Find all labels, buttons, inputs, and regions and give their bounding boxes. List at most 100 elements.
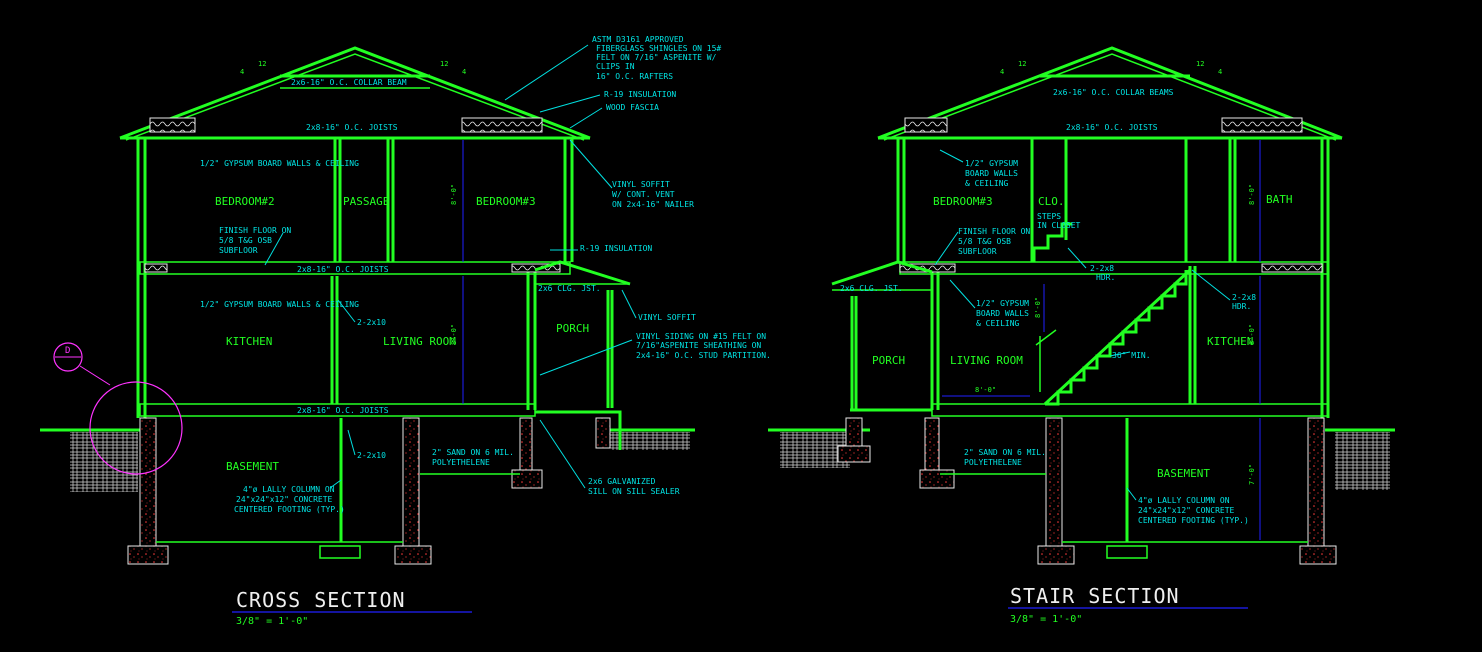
- floor-insulation-right-2: [1261, 263, 1323, 273]
- soil-right: [610, 432, 690, 450]
- footing-left-2: [1037, 545, 1075, 565]
- room-bedroom2: BEDROOM#2: [215, 195, 275, 208]
- stair-section-scale: 3/8" = 1'-0": [1010, 614, 1082, 625]
- second-floor-deck: [139, 261, 571, 275]
- note-collar-beams-stair: 2x6-16" O.C. COLLAR BEAMS: [1053, 88, 1174, 97]
- pitch-rise-left-2: 4: [1000, 68, 1004, 76]
- note-soffit-vent-1: VINYL SOFFIT: [612, 180, 670, 189]
- stair-treads: [1045, 270, 1188, 406]
- room-bedroom3: BEDROOM#3: [476, 195, 536, 208]
- note-gypsum-lower-3: & CEILING: [976, 319, 1020, 328]
- stair-section-title: STAIR SECTION: [1010, 584, 1180, 608]
- stair-stringer: [1043, 268, 1192, 406]
- roof-pitch: [119, 46, 591, 140]
- footing-left: [127, 545, 169, 565]
- note-hdr-upper: 2-2x10: [357, 318, 386, 327]
- note-lally-3: CENTERED FOOTING (TYP.): [234, 505, 345, 514]
- note-lally-stair-3: CENTERED FOOTING (TYP.): [1138, 516, 1249, 525]
- note-r19-mid: R-19 INSULATION: [580, 244, 652, 253]
- room-passage: PASSAGE: [343, 195, 389, 208]
- attic-insulation-left-2: [904, 117, 948, 133]
- closet-steps: [1032, 222, 1072, 262]
- footing-right: [394, 545, 432, 565]
- cross-section-title: CROSS SECTION: [236, 588, 406, 612]
- cross-section: [40, 44, 695, 613]
- note-shingles-5: 16" O.C. RAFTERS: [596, 72, 673, 81]
- callout-letter: D: [65, 346, 70, 356]
- note-finish-floor-2: 5/8 T&G OSB: [219, 236, 272, 245]
- note-vinyl-soffit: VINYL SOFFIT: [638, 313, 696, 322]
- pitch-run-right: 12: [440, 60, 448, 68]
- room-porch: PORCH: [556, 322, 589, 335]
- note-sand-stair-1: 2" SAND ON 6 MIL.: [964, 448, 1046, 457]
- roof-rafter-2: [883, 53, 1337, 141]
- soil-right-2: [1335, 432, 1390, 490]
- stair-leaders: [934, 149, 1231, 501]
- cross-section-scale: 3/8" = 1'-0": [236, 616, 308, 627]
- note-finish-floor-stair-2: 5/8 T&G OSB: [958, 237, 1011, 246]
- room-kitchen: KITCHEN: [226, 335, 272, 348]
- note-hdr-a-2: HDR.: [1096, 273, 1115, 282]
- dim-lower-stair: 8'-0": [1248, 324, 1256, 345]
- note-joists-first: 2x8-16" O.C. JOISTS: [297, 406, 389, 415]
- note-sand-2: POLYETHELENE: [432, 458, 490, 467]
- pitch-run-right-2: 12: [1196, 60, 1204, 68]
- stair-section: [768, 46, 1395, 609]
- pitch-run-left-2: 12: [1018, 60, 1026, 68]
- note-finish-floor-1: FINISH FLOOR ON: [219, 226, 291, 235]
- lally-footing: [319, 545, 361, 559]
- dim-upper: 8'-0": [450, 184, 458, 205]
- porch-pier-right: [595, 417, 611, 449]
- note-lally-stair-1: 4"ø LALLY COLUMN ON: [1138, 496, 1230, 505]
- note-joists-second: 2x8-16" O.C. JOISTS: [297, 265, 389, 274]
- note-hdr-lower: 2-2x10: [357, 451, 386, 460]
- note-soffit-vent-2: W/ CONT. VENT: [612, 190, 675, 199]
- porch-deck: [535, 410, 622, 450]
- note-hdr-b-1: 2-2x8: [1232, 293, 1256, 302]
- dim-landing-stair: 8'-0": [975, 386, 996, 394]
- dim-upper-stair: 8'-0": [1248, 184, 1256, 205]
- callout-leader: [79, 365, 111, 386]
- floor-insulation-right: [511, 263, 561, 273]
- floor-insulation-left: [144, 263, 168, 273]
- note-stair-min: 36" MIN.: [1112, 351, 1151, 360]
- room-living: LIVING ROOM: [383, 335, 456, 348]
- attic-insulation-left: [149, 117, 196, 133]
- soil-left: [70, 432, 138, 492]
- note-soffit-vent-3: ON 2x4-16" NAILER: [612, 200, 694, 209]
- note-siding-1: VINYL SIDING ON #15 FELT ON: [636, 332, 766, 341]
- room-living-stair: LIVING ROOM: [950, 354, 1023, 367]
- pitch-rise-right: 4: [462, 68, 466, 76]
- note-finish-floor-3: SUBFLOOR: [219, 246, 258, 255]
- pitch-rise-left: 4: [240, 68, 244, 76]
- note-gypsum-upper-1: 1/2" GYPSUM: [965, 159, 1018, 168]
- note-gypsum-lower: 1/2" GYPSUM BOARD WALLS & CEILING: [200, 300, 359, 309]
- note-shingles-1: ASTM D3161 APPROVED: [592, 35, 684, 44]
- note-shingles-4: CLIPS IN: [596, 62, 635, 71]
- dim-base-stair: 7'-0": [1248, 464, 1256, 485]
- attic-insulation-right: [461, 117, 543, 133]
- porch-roof: [534, 260, 631, 286]
- roof-rafter: [125, 53, 585, 141]
- porch-roof-2: [831, 260, 933, 286]
- note-gypsum-lower-2: BOARD WALLS: [976, 309, 1029, 318]
- dim-lower: 8'-0": [450, 324, 458, 345]
- note-sill-1: 2x6 GALVANIZED: [588, 477, 656, 486]
- note-finish-floor-stair-1: FINISH FLOOR ON: [958, 227, 1030, 236]
- note-collar-beam: 2x6-16" O.C. COLLAR BEAM: [291, 78, 407, 87]
- note-siding-2: 7/16"ASPENITE SHEATHING ON: [636, 341, 761, 350]
- note-shingles-3: FELT ON 7/16" ASPENITE W/: [596, 53, 717, 62]
- note-hdr-b-2: HDR.: [1232, 302, 1251, 311]
- note-lally-1: 4"ø LALLY COLUMN ON: [243, 485, 335, 494]
- footing-right-2: [1299, 545, 1337, 565]
- note-siding-3: 2x4-16" O.C. STUD PARTITION.: [636, 351, 771, 360]
- note-lally-2: 24"x24"x12" CONCRETE: [236, 495, 333, 504]
- lally-footing-2: [1106, 545, 1148, 559]
- note-sand-1: 2" SAND ON 6 MIL.: [432, 448, 514, 457]
- cross-leaders: [264, 44, 637, 489]
- note-gypsum-lower-1: 1/2" GYPSUM: [976, 299, 1029, 308]
- pitch-run-left: 12: [258, 60, 266, 68]
